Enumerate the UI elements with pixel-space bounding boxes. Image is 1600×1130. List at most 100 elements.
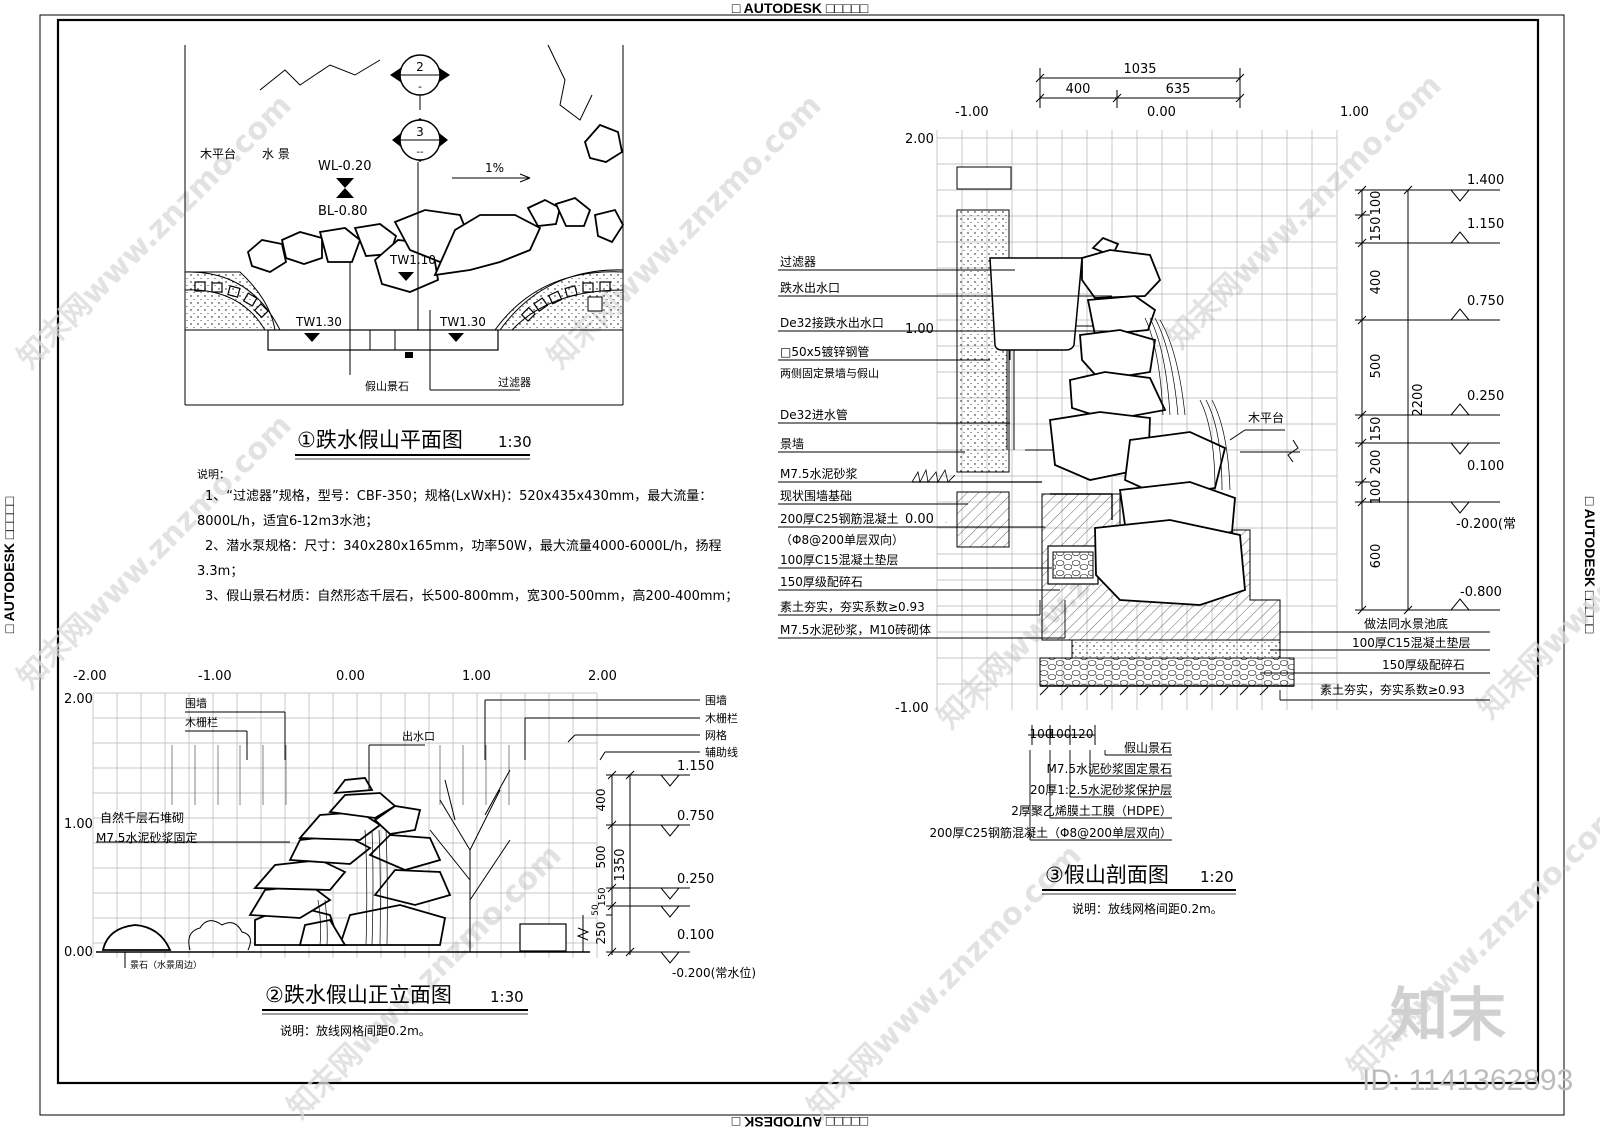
elevation-label-stack: 自然千层石堆砌	[100, 810, 184, 825]
elevation-label-grid: 网格	[705, 728, 727, 742]
section-rocks	[1049, 236, 1246, 606]
svg-text:-0.800: -0.800	[1460, 585, 1502, 600]
svg-text:100: 100	[1369, 191, 1384, 216]
plan-label-wl: WL-0.20	[318, 159, 372, 174]
svg-text:-1.00: -1.00	[895, 701, 929, 716]
svg-text:500: 500	[1369, 354, 1384, 379]
svg-text:200: 200	[1369, 450, 1384, 475]
svg-text:1.150: 1.150	[677, 759, 714, 774]
svg-text:100: 100	[1049, 727, 1072, 741]
svg-text:-0.200(常水位): -0.200(常水位)	[672, 965, 756, 980]
svg-text:M7.5水泥砂浆固定景石: M7.5水泥砂浆固定景石	[1047, 761, 1172, 776]
svg-text:素土夯实，夯实系数≥0.93: 素土夯实，夯实系数≥0.93	[1320, 682, 1465, 697]
svg-text:跌水出水口: 跌水出水口	[780, 280, 840, 295]
plan-label-tw-left: TW1.30	[295, 315, 342, 329]
elevation-label-fence-right: 木栅栏	[705, 711, 738, 725]
svg-text:1.400: 1.400	[1467, 173, 1504, 188]
svg-text:635: 635	[1166, 82, 1191, 97]
plan-note-2: 2、潜水泵规格：尺寸：340x280x165mm，功率50W，最大流量4000-…	[205, 538, 722, 554]
plan-view: 2 - 3 -- 木平台 水 景 WL-0.20 BL-0.80 1% TW1.…	[184, 44, 738, 604]
paver-ring	[194, 281, 611, 322]
autodesk-stamp-right: □ AUTODESK □□□□□	[1582, 497, 1598, 634]
elevation-label-stack-fix: M7.5水泥砂浆固定	[96, 830, 197, 845]
svg-text:2.00: 2.00	[588, 669, 617, 684]
svg-text:1.150: 1.150	[1467, 217, 1504, 232]
svg-text:100厚C15混凝土垫层: 100厚C15混凝土垫层	[1352, 635, 1471, 650]
plan-label-deck: 木平台	[200, 146, 236, 161]
plan-note-1b: 8000L/h，适宜6-12m3水池；	[197, 514, 378, 529]
svg-text:-: -	[418, 80, 422, 93]
elevation-label-fence-left: 木栅栏	[185, 715, 218, 729]
elevation-label-outlet: 出水口	[402, 729, 435, 743]
svg-text:150: 150	[597, 887, 608, 906]
svg-text:1.00: 1.00	[64, 817, 93, 832]
svg-text:过滤器: 过滤器	[780, 255, 816, 269]
section-note: 说明：放线网格间距0.2m。	[1072, 901, 1223, 916]
svg-text:100: 100	[1030, 727, 1053, 741]
autodesk-stamp-top: □ AUTODESK □□□□□	[732, 0, 869, 16]
svg-text:0.00: 0.00	[1147, 105, 1176, 120]
elevation-label-bottom-stone: 景石（水景周边）	[130, 959, 202, 971]
plan-note-1: 1、“过滤器”规格，型号：CBF-350；规格(LxWxH)：520x435x4…	[205, 488, 712, 504]
autodesk-stamp-left: □ AUTODESK □□□□□	[1, 496, 17, 633]
plan-label-bl: BL-0.80	[318, 204, 368, 219]
watermark-text: 知末网www.znzmo.com	[541, 88, 829, 376]
svg-text:现状围墙基础: 现状围墙基础	[780, 489, 852, 503]
svg-text:1.00: 1.00	[1340, 105, 1369, 120]
section-level-zero: 0.00	[945, 522, 948, 524]
svg-text:150厚级配碎石: 150厚级配碎石	[1382, 657, 1465, 672]
plan-label-rock: 假山景石	[365, 379, 409, 393]
svg-text:20厚1:2.5水泥砂浆保护层: 20厚1:2.5水泥砂浆保护层	[1030, 782, 1172, 797]
plan-note-2b: 3.3m；	[197, 564, 243, 579]
svg-text:120: 120	[1071, 727, 1094, 741]
svg-text:400: 400	[1066, 82, 1091, 97]
watermark-text: 知末网www.znzmo.com	[1471, 438, 1600, 726]
svg-text:0.750: 0.750	[1467, 294, 1504, 309]
elevation-label-wall-right: 围墙	[705, 693, 727, 707]
svg-text:100厚C15混凝土垫层: 100厚C15混凝土垫层	[780, 552, 899, 567]
elevation-rockery	[248, 777, 452, 946]
svg-text:100: 100	[1369, 480, 1384, 505]
plan-notes-heading: 说明：	[197, 467, 230, 481]
elevation-view: -2.00 -1.00 0.00 1.00 2.00 2.00 1.00 0.0…	[64, 669, 756, 1038]
drawing-id: ID: 1141362893	[1362, 1064, 1573, 1097]
svg-text:150厚级配碎石: 150厚级配碎石	[780, 574, 863, 589]
autodesk-stamp-bottom: □□□□□ AUTODESK □	[731, 1114, 868, 1130]
plan-label-slope: 1%	[485, 161, 504, 175]
svg-text:500: 500	[594, 846, 608, 869]
svg-text:2.00: 2.00	[905, 132, 934, 147]
svg-text:600: 600	[1369, 544, 1384, 569]
plan-label-water: 水 景	[262, 147, 290, 161]
svg-text:0.100: 0.100	[677, 928, 714, 943]
svg-text:200厚C25钢筋混凝土（Φ8@200单层双向）: 200厚C25钢筋混凝土（Φ8@200单层双向）	[929, 825, 1172, 840]
svg-text:200厚C25钢筋混凝土: 200厚C25钢筋混凝土	[780, 511, 899, 526]
plan-rocks	[246, 123, 625, 293]
svg-text:0.00: 0.00	[905, 512, 934, 527]
svg-text:0.750: 0.750	[677, 809, 714, 824]
elevation-title: ②跌水假山正立面图	[265, 983, 452, 1007]
section-deck-label: 木平台	[1248, 410, 1284, 425]
elevation-note: 说明：放线网格间距0.2m。	[280, 1023, 431, 1038]
svg-text:50: 50	[591, 904, 601, 916]
svg-text:两侧固定景墙与假山: 两侧固定景墙与假山	[780, 366, 879, 380]
svg-text:1035: 1035	[1123, 62, 1156, 77]
svg-text:M7.5水泥砂浆: M7.5水泥砂浆	[780, 466, 857, 481]
svg-text:做法同水景池底: 做法同水景池底	[1364, 616, 1448, 631]
section-scale: 1:20	[1200, 868, 1234, 886]
svg-text:De32接跌水出水口: De32接跌水出水口	[780, 315, 884, 330]
plan-title: ①跌水假山平面图	[297, 428, 463, 452]
plan-label-tw-right: TW1.30	[439, 315, 486, 329]
elevation-label-wall-left: 围墙	[185, 696, 207, 710]
section-marker-3: 3 --	[392, 118, 448, 330]
plan-label-filter: 过滤器	[498, 376, 531, 389]
svg-text:150: 150	[1369, 217, 1384, 242]
svg-text:400: 400	[594, 789, 608, 812]
plan-label-tw-center: TW1.10	[389, 253, 436, 267]
svg-text:-0.200(常: -0.200(常	[1456, 517, 1516, 532]
svg-text:1350: 1350	[613, 848, 628, 881]
svg-text:0.100: 0.100	[1467, 459, 1504, 474]
timber-fence	[171, 745, 510, 805]
svg-text:0.250: 0.250	[1467, 389, 1504, 404]
